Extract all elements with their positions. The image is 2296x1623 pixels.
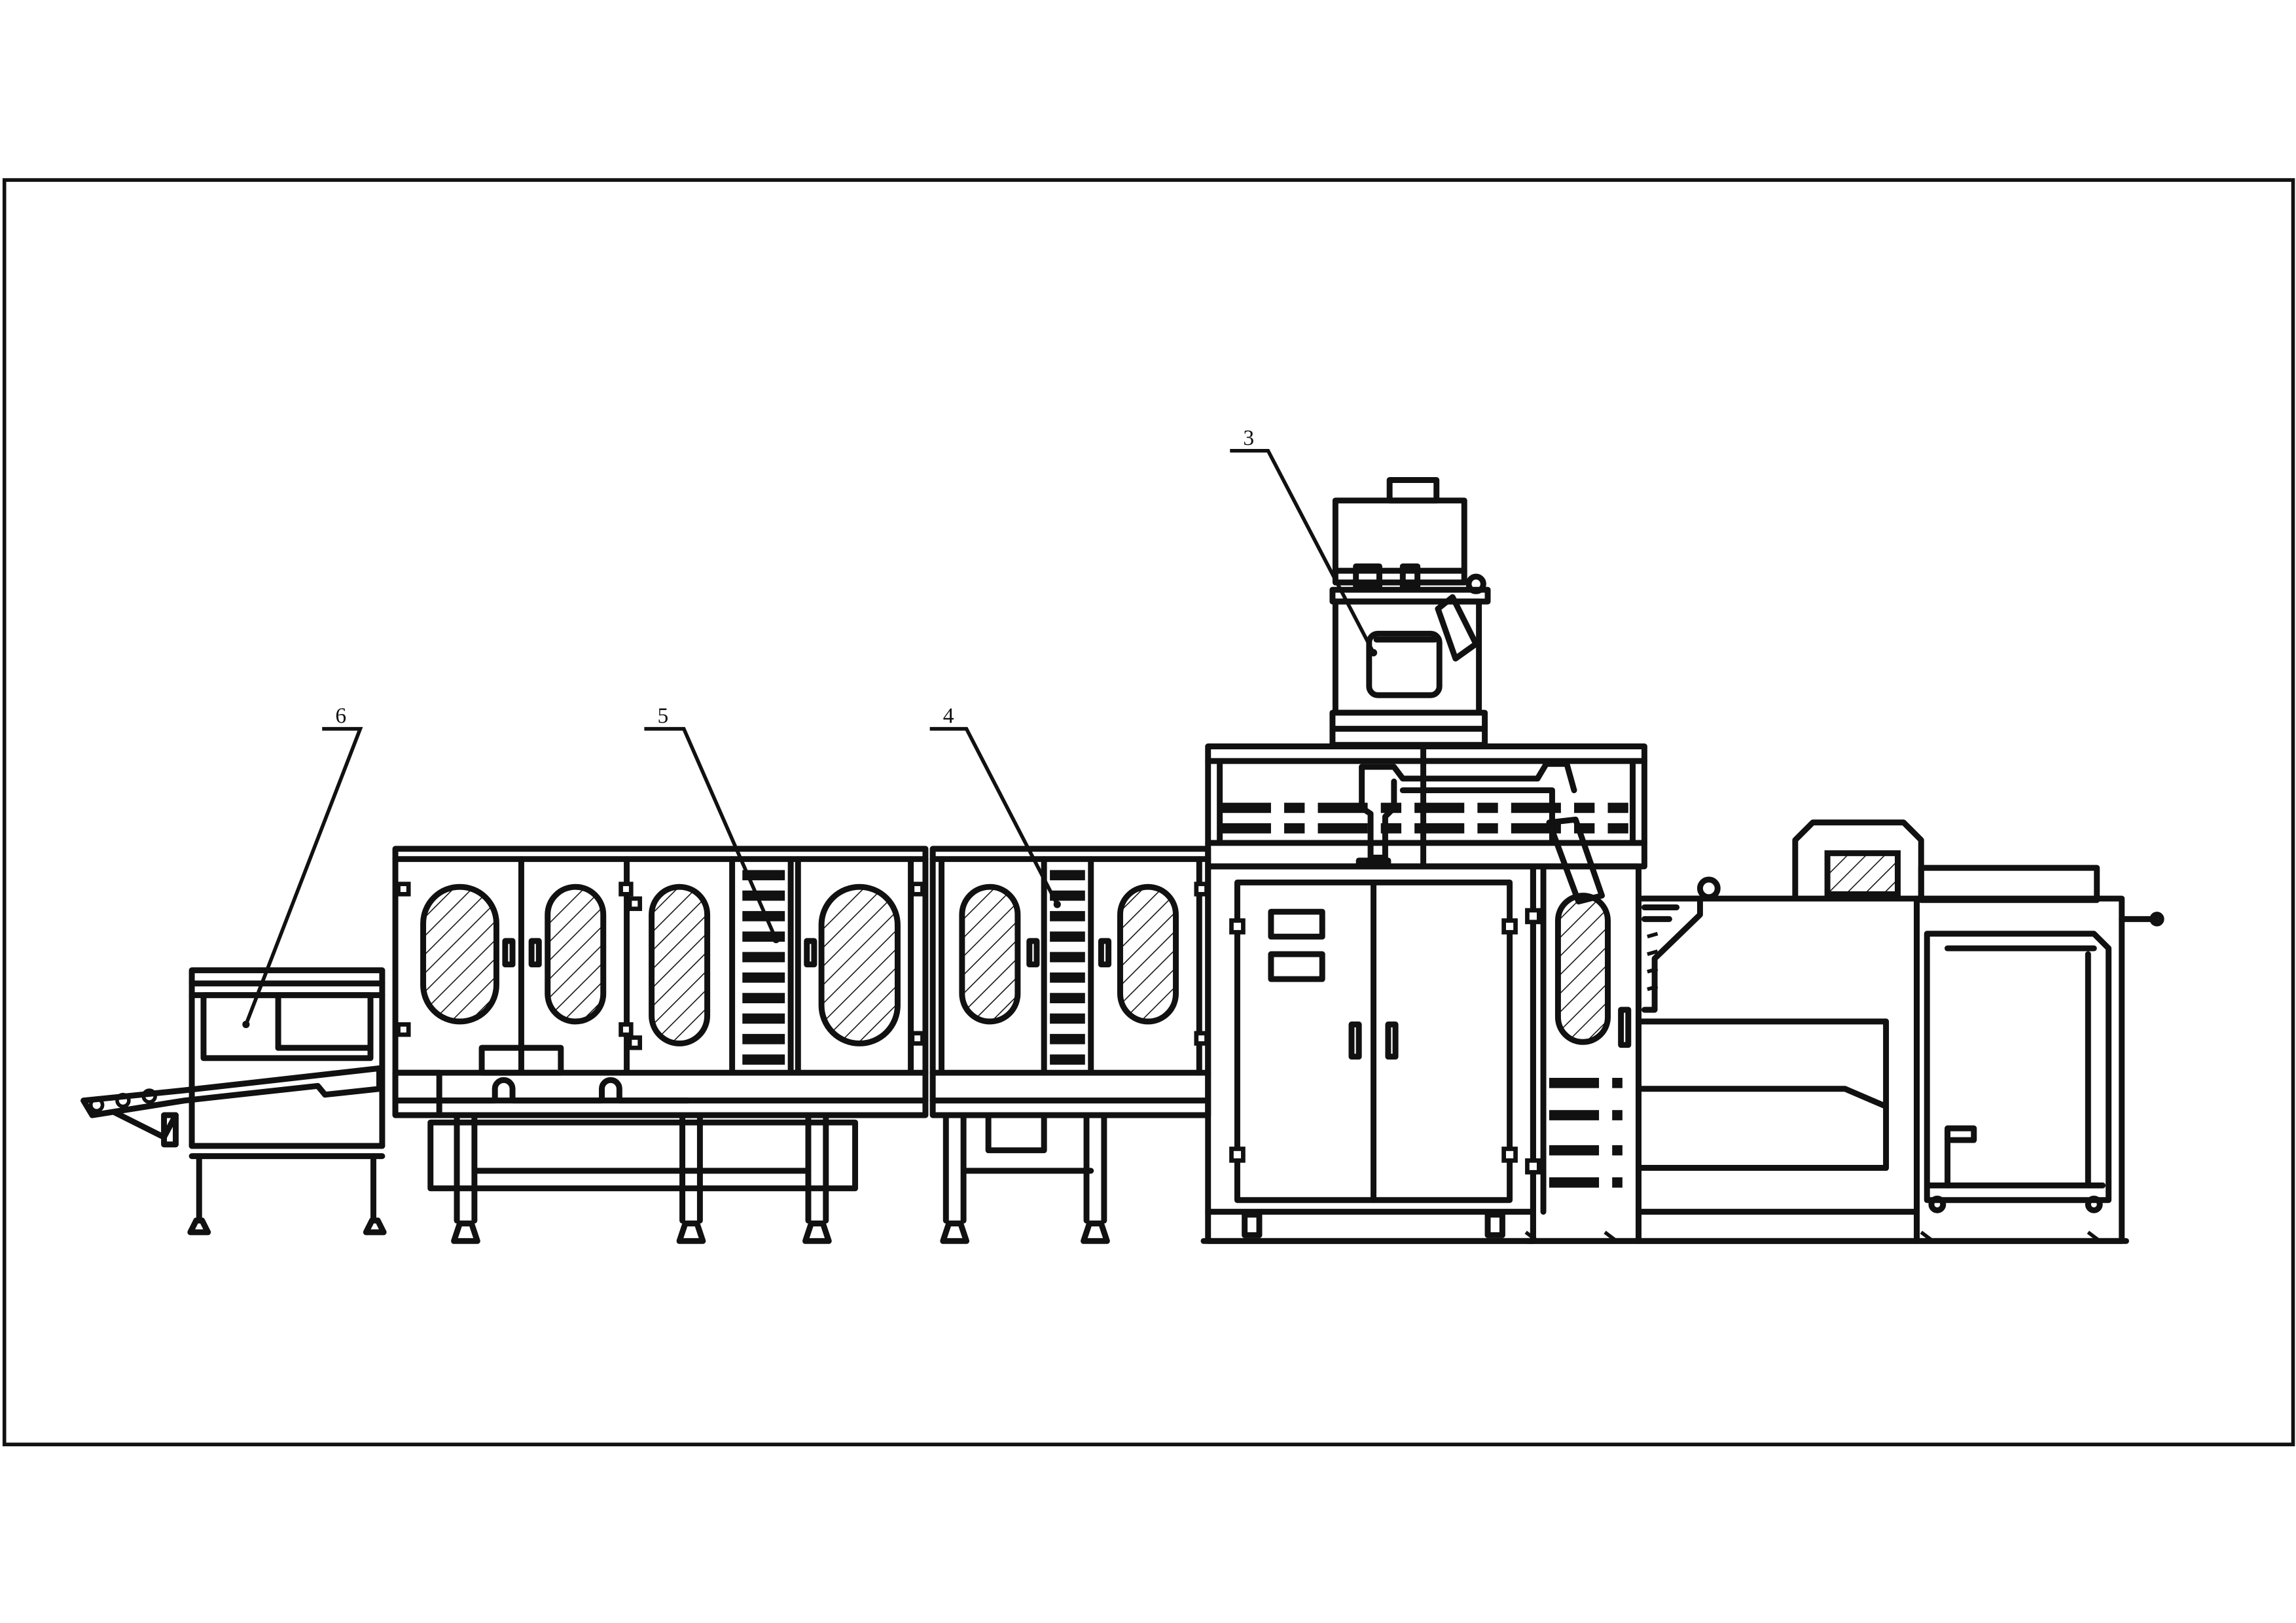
module-3-head	[1329, 477, 1491, 748]
callout-label-6: 6	[335, 704, 346, 728]
module-4-cabinet	[929, 846, 1211, 1244]
callout-label-5: 5	[658, 704, 669, 728]
callout-label-4: 4	[943, 704, 954, 728]
module-6-conveyor	[81, 967, 387, 1236]
drawing-frame	[2, 178, 2295, 1446]
callout-label-3: 3	[1243, 426, 1254, 450]
right-side-unit	[1524, 819, 2164, 1244]
main-machine-body	[1200, 743, 1647, 1244]
leader-lines	[242, 448, 1378, 1028]
module-5-cabinet	[392, 846, 929, 1244]
